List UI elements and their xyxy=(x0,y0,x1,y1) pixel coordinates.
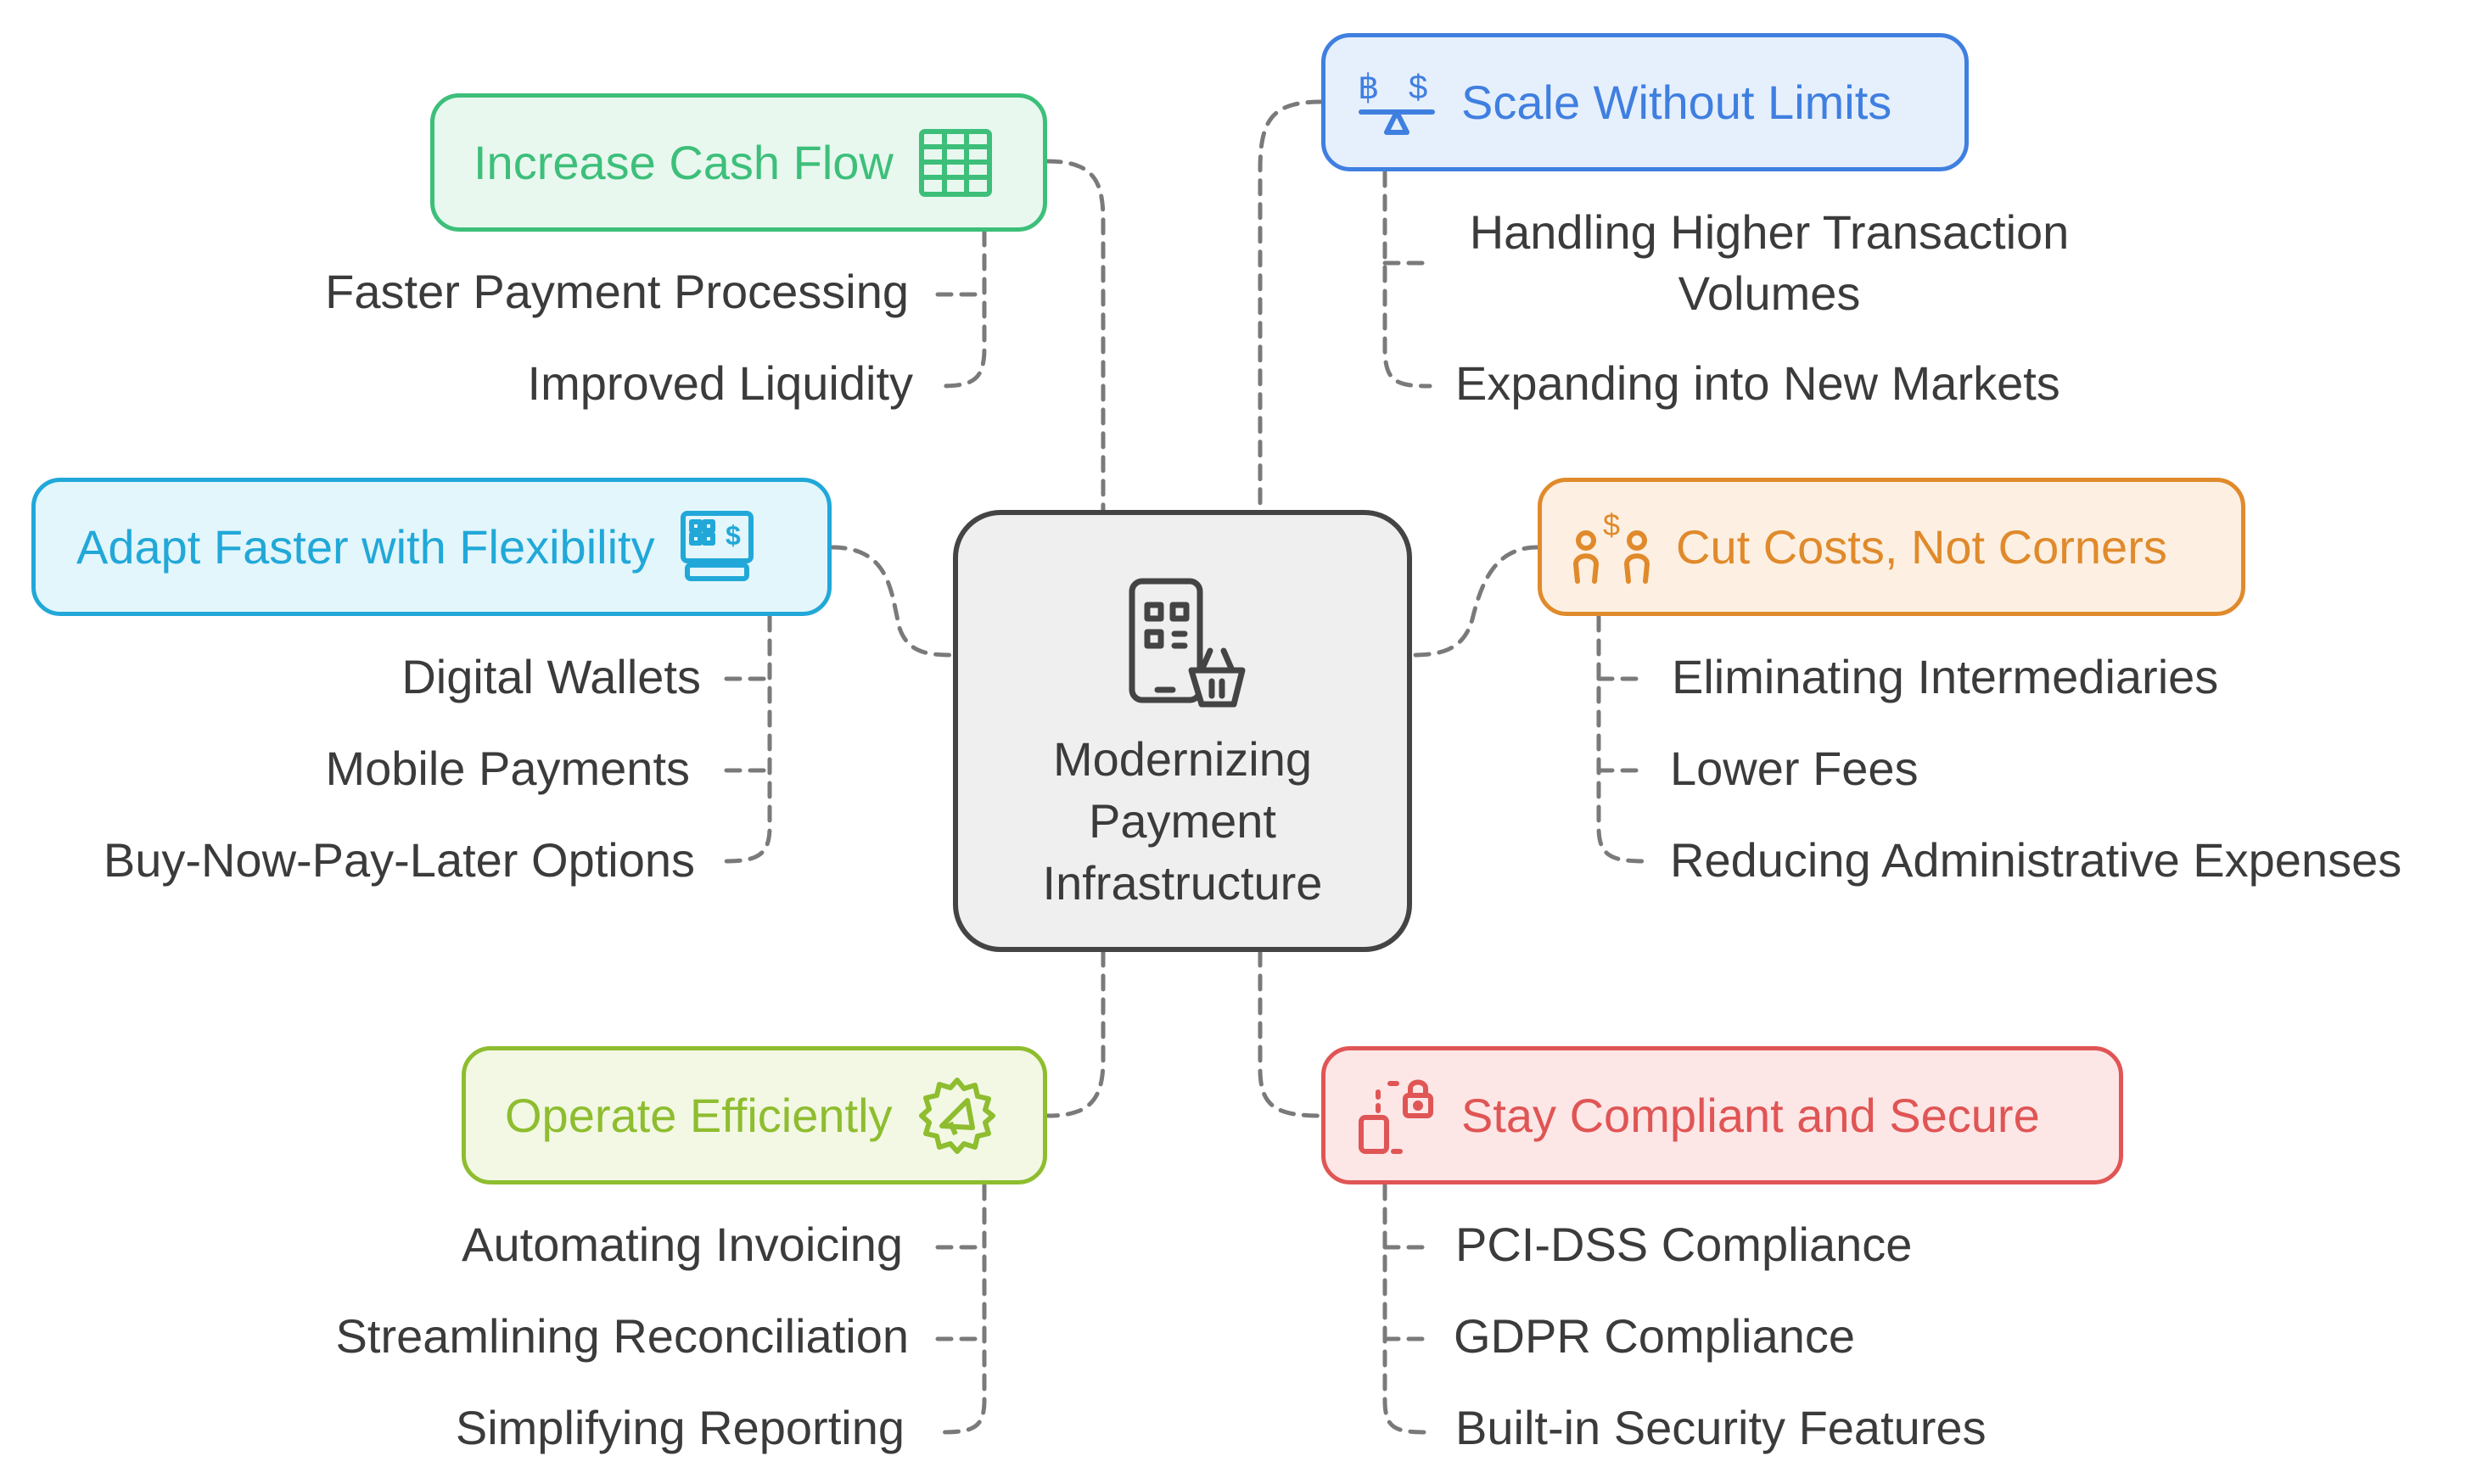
list-item: GDPR Compliance xyxy=(1454,1309,1856,1363)
center-node: Modernizing Payment Infrastructure xyxy=(953,510,1412,952)
svg-text:$: $ xyxy=(726,520,741,551)
branch-flexibility-label: Adapt Faster with Flexibility xyxy=(76,520,655,574)
list-item: PCI-DSS Compliance xyxy=(1455,1218,1913,1271)
branch-efficiency-label: Operate Efficiently xyxy=(505,1089,893,1142)
branch-cash-flow: Increase Cash Flow xyxy=(430,93,1047,232)
branch-costs: $ Cut Costs, Not Corners xyxy=(1538,478,2245,616)
connector-efficiency-items xyxy=(935,1183,987,1435)
list-item: Handling Higher Transaction Volumes xyxy=(1469,205,2070,320)
connector-cash-flow xyxy=(1045,159,1106,512)
list-item: Mobile Payments xyxy=(325,742,690,795)
secure-lock-icon xyxy=(1359,1079,1433,1154)
svg-text:$: $ xyxy=(1409,69,1427,106)
list-item: Faster Payment Processing xyxy=(325,265,909,318)
connector-compliance xyxy=(1258,949,1324,1118)
branch-costs-label: Cut Costs, Not Corners xyxy=(1676,520,2167,574)
branch-cash-flow-label: Increase Cash Flow xyxy=(474,136,894,189)
connector-efficiency xyxy=(1045,949,1106,1118)
branch-scale-label: Scale Without Limits xyxy=(1461,76,1892,129)
mobile-qr-basket-icon xyxy=(1129,578,1245,708)
currency-balance-icon: ฿ $ xyxy=(1358,69,1435,135)
list-item: Automating Invoicing xyxy=(462,1218,903,1271)
svg-text:$: $ xyxy=(1603,507,1620,542)
pos-terminal-icon: $ xyxy=(680,510,754,581)
branch-compliance: Stay Compliant and Secure xyxy=(1321,1046,2123,1184)
list-item: Expanding into New Markets xyxy=(1455,356,2060,410)
list-item: Reducing Administrative Expenses xyxy=(1670,833,2402,887)
list-item: Lower Fees xyxy=(1670,742,1919,795)
list-item: Eliminating Intermediaries xyxy=(1672,650,2219,703)
gear-megaphone-icon xyxy=(918,1077,995,1154)
connector-costs xyxy=(1409,545,1540,658)
people-money-icon: $ xyxy=(1573,507,1650,584)
connector-flexibility xyxy=(829,545,955,658)
svg-text:฿: ฿ xyxy=(1358,69,1379,106)
branch-flexibility: Adapt Faster with Flexibility $ xyxy=(31,478,832,616)
list-item: Improved Liquidity xyxy=(527,356,913,410)
list-item: Simplifying Reporting xyxy=(455,1401,905,1454)
spreadsheet-icon xyxy=(918,128,992,197)
list-item: Streamlining Reconciliation xyxy=(335,1309,909,1363)
center-title: Modernizing Payment Infrastructure xyxy=(1042,732,1323,910)
list-item: Built-in Security Features xyxy=(1455,1401,1987,1454)
connector-cash-flow-items xyxy=(935,229,987,389)
branch-efficiency: Operate Efficiently xyxy=(462,1046,1047,1184)
connector-flexibility-items xyxy=(720,614,772,864)
branch-compliance-label: Stay Compliant and Secure xyxy=(1461,1089,2040,1142)
list-item: Buy-Now-Pay-Later Options xyxy=(103,833,695,887)
connector-scale xyxy=(1258,99,1324,512)
connector-compliance-items xyxy=(1382,1183,1432,1435)
branch-scale: ฿ $ Scale Without Limits xyxy=(1321,33,1969,171)
list-item: Digital Wallets xyxy=(401,650,701,703)
connector-costs-items xyxy=(1596,614,1649,864)
connector-scale-items xyxy=(1382,170,1432,389)
